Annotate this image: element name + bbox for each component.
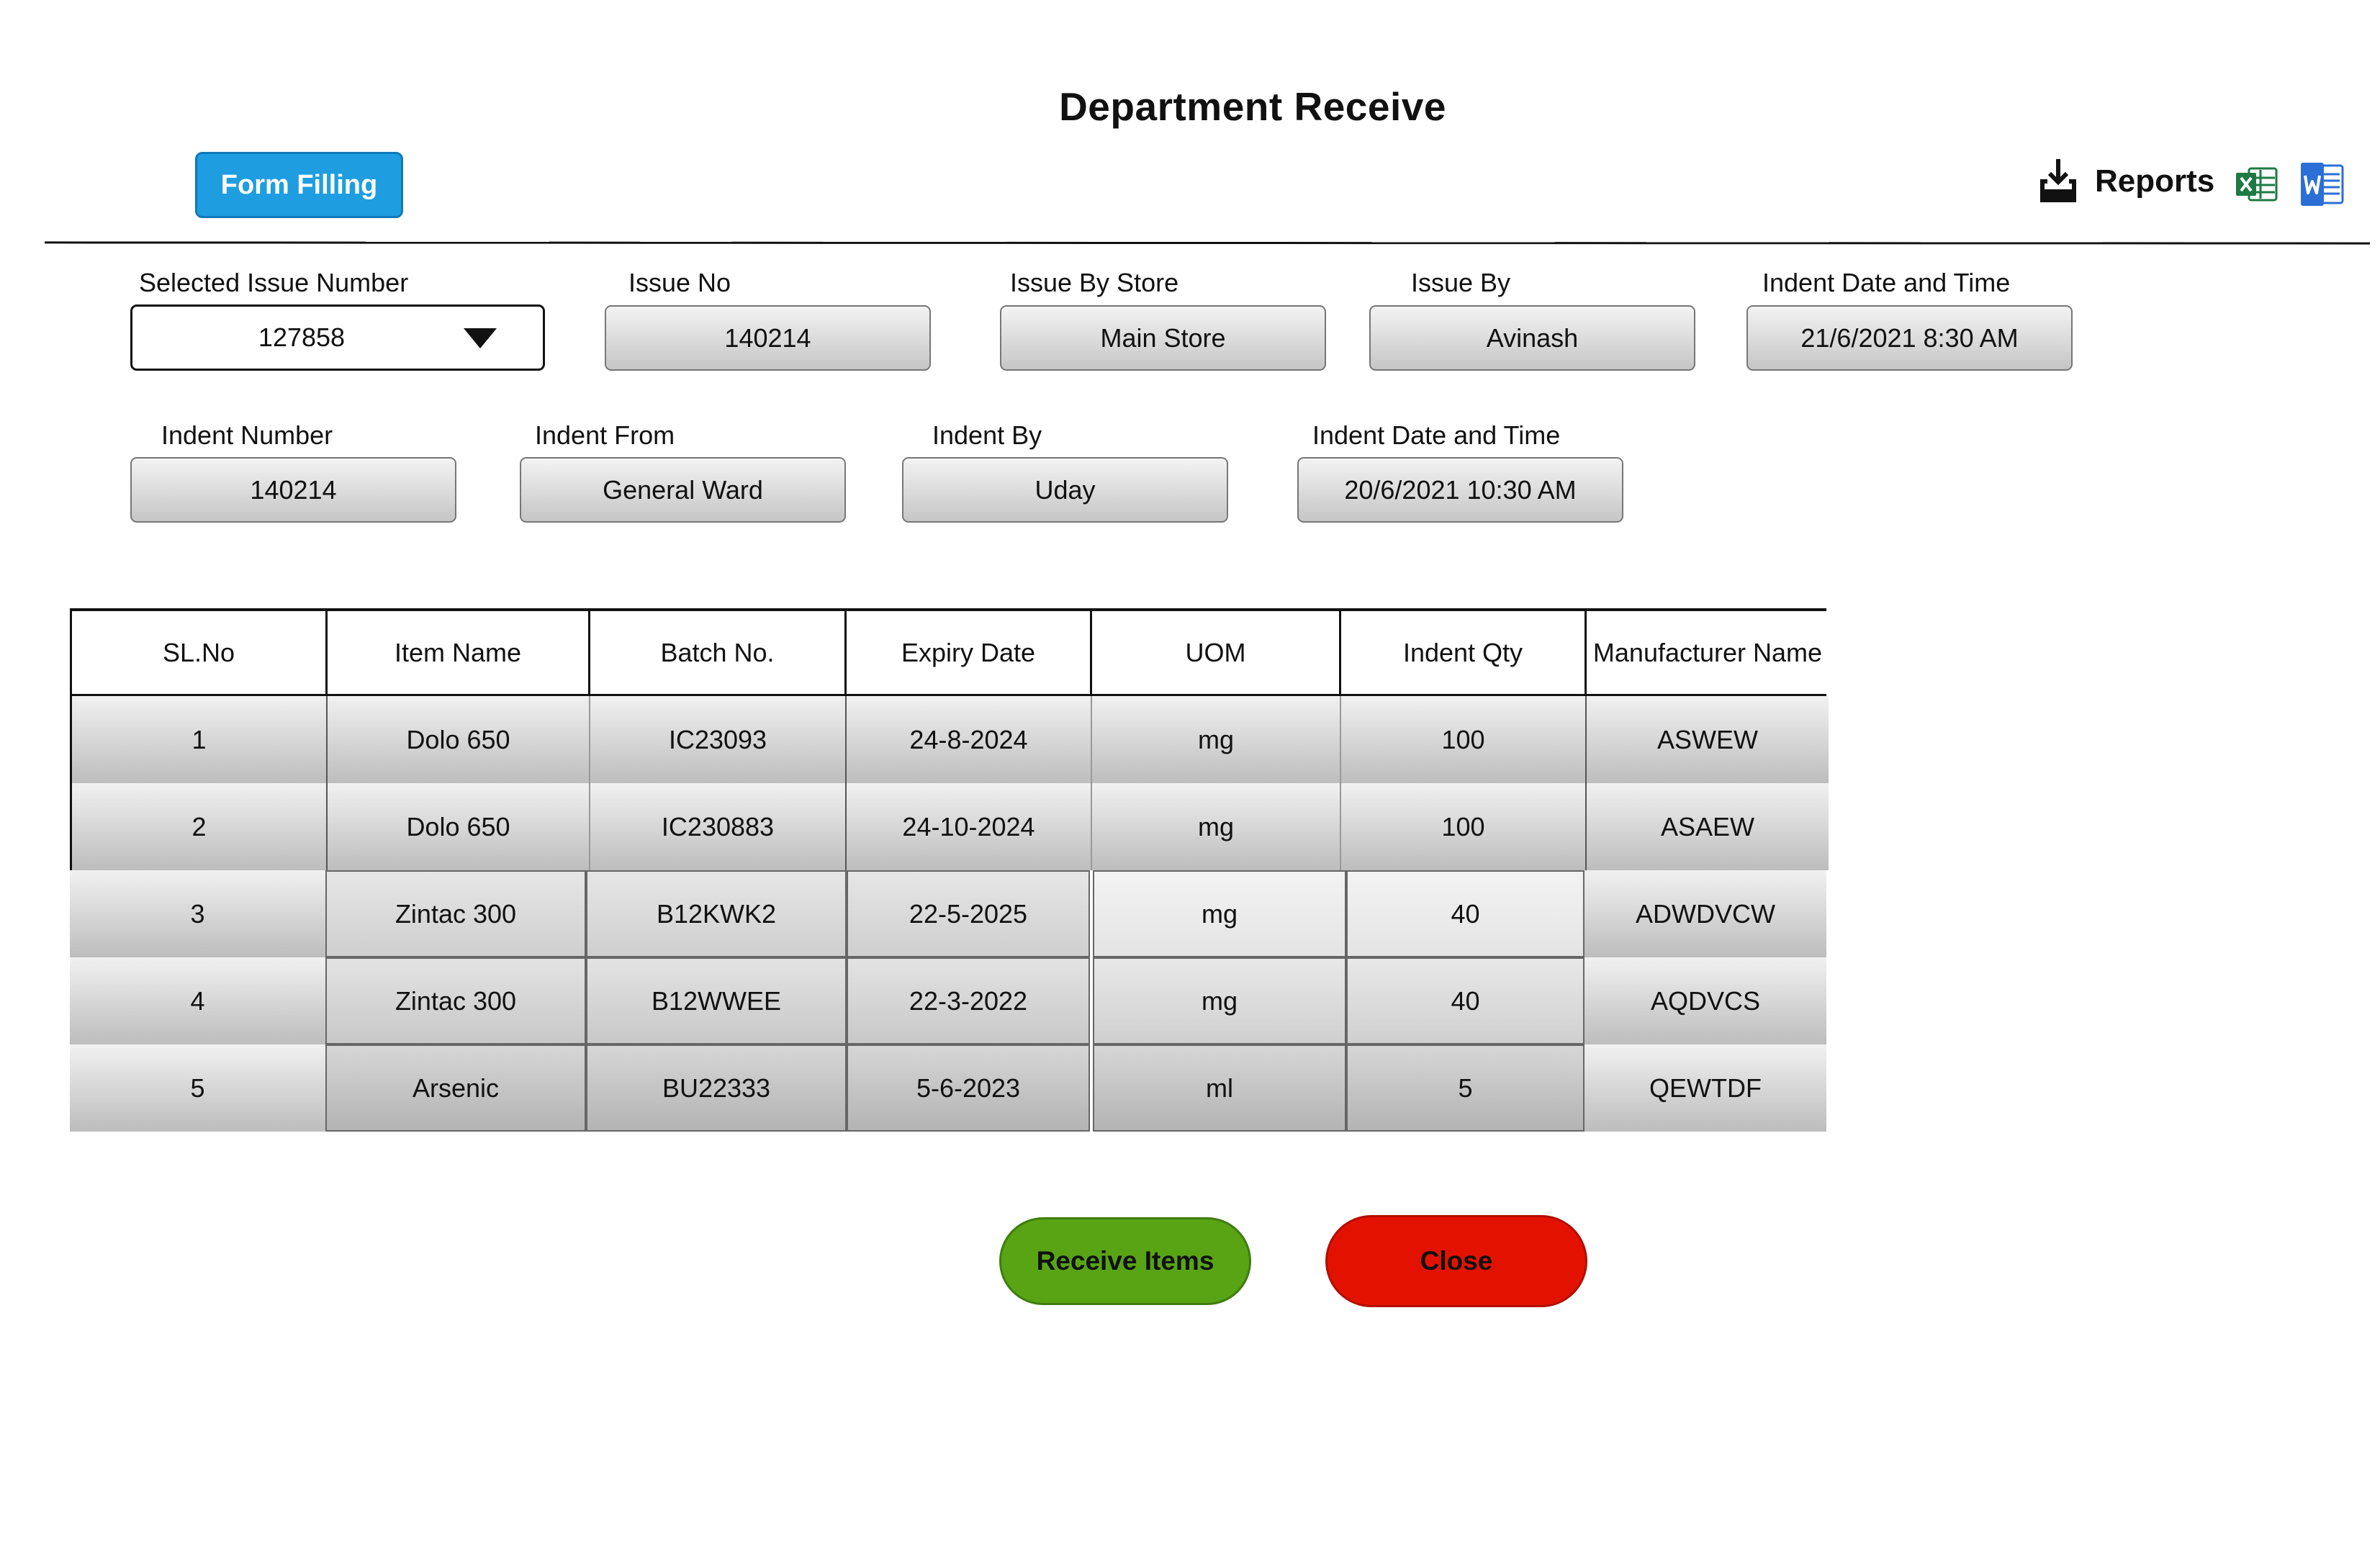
indent-number-field: 140214 [130, 457, 456, 523]
table-cell: mg [1093, 870, 1346, 957]
table-cell: 22-5-2025 [847, 870, 1090, 957]
indent-number-label: Indent Number [161, 420, 333, 450]
table-cell: 4 [70, 957, 325, 1044]
column-header: SL.No [72, 611, 328, 694]
selected-issue-number-value: 127858 [258, 322, 346, 352]
table-cell: 100 [1341, 783, 1587, 870]
table-cell: 40 [1346, 957, 1585, 1044]
table-row[interactable]: 1 Dolo 650 IC23093 24-8-2024 mg 100 ASWE… [70, 696, 1829, 783]
reports-label: Reports [2095, 163, 2215, 199]
indent-from-label: Indent From [535, 420, 675, 450]
table-cell: B12KWK2 [586, 870, 847, 957]
indent-date-time-field: 20/6/2021 10:30 AM [1297, 457, 1623, 523]
table-cell: IC23093 [590, 696, 847, 783]
table-cell: Zintac 300 [325, 957, 586, 1044]
table-cell: 22-3-2022 [847, 957, 1090, 1044]
table-cell: 1 [72, 696, 328, 783]
table-cell: ASAEW [1587, 783, 1829, 870]
excel-icon[interactable] [2235, 166, 2278, 203]
table-cell: ASWEW [1587, 696, 1829, 783]
column-header: Batch No. [590, 611, 847, 694]
column-header: Indent Qty [1341, 611, 1587, 694]
table-cell: Dolo 650 [328, 783, 590, 870]
indent-by-label: Indent By [932, 420, 1042, 450]
table-cell: 24-10-2024 [847, 783, 1092, 870]
indent-by-field: Uday [902, 457, 1228, 523]
table-cell: ADWDVCW [1585, 870, 1826, 957]
table-cell: mg [1093, 957, 1346, 1044]
table-cell: 5 [70, 1044, 325, 1132]
table-cell: AQDVCS [1585, 957, 1826, 1044]
table-cell: IC230883 [590, 783, 847, 870]
page-title: Department Receive [1059, 84, 1446, 129]
table-cell: ml [1093, 1044, 1346, 1132]
table-header: SL.No Item Name Batch No. Expiry Date UO… [70, 608, 1826, 696]
issue-no-label: Issue No [628, 268, 731, 297]
table-cell: 100 [1341, 696, 1587, 783]
table-cell: Arsenic [325, 1044, 586, 1132]
table-cell: Zintac 300 [325, 870, 586, 957]
table-row[interactable]: 5 Arsenic BU22333 5-6-2023 ml 5 QEWTDF [70, 1044, 1826, 1132]
column-header: Expiry Date [847, 611, 1092, 694]
selected-issue-number-label: Selected Issue Number [139, 268, 409, 297]
table-cell: 24-8-2024 [847, 696, 1092, 783]
table-cell: Dolo 650 [328, 696, 590, 783]
table-cell: 40 [1346, 870, 1585, 957]
dropdown-arrow-icon [464, 328, 497, 348]
issue-by-label: Issue By [1411, 268, 1511, 297]
issue-by-store-field: Main Store [1000, 305, 1326, 371]
table-cell: QEWTDF [1585, 1044, 1826, 1132]
word-icon[interactable] [2299, 163, 2344, 206]
header-divider [44, 241, 2371, 245]
table-row[interactable]: 2 Dolo 650 IC230883 24-10-2024 mg 100 AS… [70, 783, 1829, 870]
issue-date-time-field: 21/6/2021 8:30 AM [1746, 305, 2073, 371]
indent-date-time-label: Indent Date and Time [1312, 420, 1561, 450]
selected-issue-number-dropdown[interactable]: 127858 [130, 304, 545, 371]
table-cell: BU22333 [586, 1044, 847, 1132]
indent-from-field: General Ward [520, 457, 846, 523]
issue-no-field: 140214 [605, 305, 931, 371]
table-cell: 5-6-2023 [847, 1044, 1090, 1132]
table-row[interactable]: 3 Zintac 300 B12KWK2 22-5-2025 mg 40 ADW… [70, 870, 1826, 957]
table-cell: 3 [70, 870, 325, 957]
receive-items-button[interactable]: Receive Items [999, 1217, 1251, 1305]
issue-date-time-label: Indent Date and Time [1762, 268, 2011, 297]
download-tray-icon [2040, 159, 2076, 202]
form-filling-button[interactable]: Form Filling [195, 152, 403, 218]
issue-by-field: Avinash [1369, 305, 1695, 371]
issue-by-store-label: Issue By Store [1010, 268, 1179, 297]
table-cell: 5 [1346, 1044, 1585, 1132]
close-button[interactable]: Close [1325, 1215, 1587, 1307]
table-cell: 2 [72, 783, 328, 870]
table-cell: mg [1092, 696, 1341, 783]
column-header: Item Name [328, 611, 590, 694]
table-row[interactable]: 4 Zintac 300 B12WWEE 22-3-2022 mg 40 AQD… [70, 957, 1826, 1044]
column-header: Manufacturer Name [1592, 637, 1823, 667]
table-cell: B12WWEE [586, 957, 847, 1044]
reports-button[interactable]: Reports [2037, 153, 2214, 210]
column-header: UOM [1092, 611, 1341, 694]
table-cell: mg [1092, 783, 1341, 870]
